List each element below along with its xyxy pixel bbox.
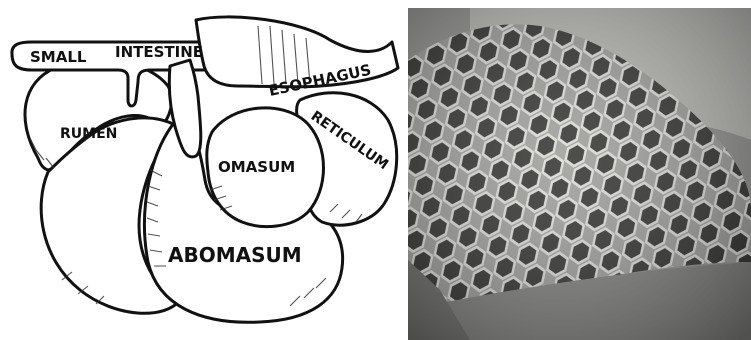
- label-rumen: RUMEN: [60, 126, 117, 142]
- label-intestine: INTESTINE: [115, 43, 203, 61]
- label-omasum: OMASUM: [218, 158, 295, 176]
- honeycomb-photo: [408, 8, 751, 340]
- label-abomasum: ABOMASUM: [168, 243, 302, 267]
- label-small: SMALL: [30, 48, 87, 66]
- stomach-diagram: SMALL INTESTINE ESOPHAGUS RETICULUM RUME…: [12, 17, 398, 322]
